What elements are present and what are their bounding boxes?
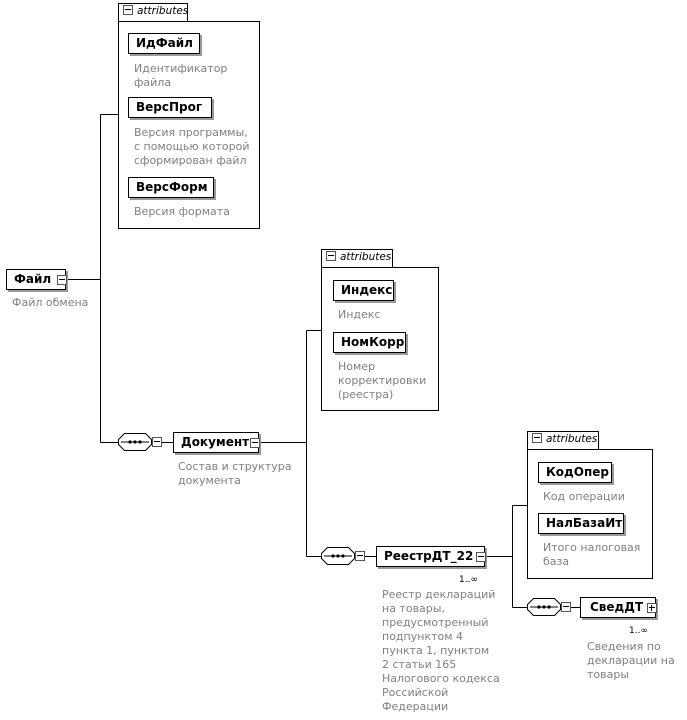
collapse-icon[interactable] (561, 602, 571, 612)
root-element[interactable]: Файл (6, 269, 67, 290)
attribute-nalbazait[interactable]: НалБазаИт (538, 513, 624, 534)
attributes-tab-root[interactable]: attributes (118, 3, 188, 22)
attributes-label: attributes (340, 251, 392, 263)
collapse-icon[interactable] (123, 5, 133, 15)
attribute-description: Версия формата (134, 205, 230, 218)
document-element[interactable]: Документ (173, 432, 260, 453)
attribute-label: Индекс (341, 283, 393, 297)
collapse-icon[interactable] (355, 551, 365, 561)
expand-icon[interactable] (647, 603, 657, 613)
attribute-description: Версия программы, с помощью которой сфор… (134, 126, 250, 167)
attribute-label: ВерсПрог (136, 100, 203, 114)
registry-element-label: РеестрДТ_22 (384, 549, 474, 563)
collapse-icon[interactable] (326, 251, 336, 261)
attribute-label: НалБазаИт (546, 516, 623, 530)
attribute-label: ВерсФорм (136, 180, 208, 194)
collapse-icon[interactable] (532, 433, 542, 443)
attribute-description: Номер корректировки (реестра) (338, 360, 427, 401)
attribute-versprog[interactable]: ВерсПрог (128, 97, 212, 118)
registry-element[interactable]: РеестрДТ_22 (376, 546, 488, 570)
registry-cardinality: 1..∞ (459, 575, 478, 585)
attribute-description: Идентификатор файла (134, 62, 228, 89)
attribute-label: НомКорр (341, 335, 405, 349)
attribute-nomkorr[interactable]: НомКорр (333, 332, 406, 353)
collapse-icon[interactable] (476, 552, 486, 562)
attribute-label: ИдФайл (136, 36, 193, 50)
attributes-tab-registry[interactable]: attributes (527, 431, 599, 450)
sved-element-label: СведДТ (590, 600, 644, 614)
attribute-description: Итого налоговая база (543, 541, 641, 568)
attribute-label: КодОпер (546, 465, 609, 479)
attributes-label: attributes (137, 5, 189, 17)
root-element-label: Файл (14, 272, 52, 286)
attributes-panel-root: ИдФайл Идентификатор файла ВерсПрог Верс… (118, 21, 260, 229)
attributes-panel-document: Индекс Индекс НомКорр Номер корректировк… (321, 267, 439, 411)
document-element-label: Документ (181, 435, 250, 449)
collapse-icon[interactable] (152, 437, 162, 447)
sved-element[interactable]: СведДТ (580, 597, 659, 621)
attributes-panel-registry: КодОпер Код операции НалБазаИт Итого нал… (527, 449, 653, 579)
attributes-label: attributes (546, 433, 598, 445)
attribute-index[interactable]: Индекс (333, 280, 394, 301)
sequence-compositor-icon (527, 598, 561, 616)
registry-element-description: Реестр деклараций на товары, предусмотре… (382, 588, 500, 713)
sved-cardinality: 1..∞ (629, 626, 648, 636)
attribute-kodoper[interactable]: КодОпер (538, 462, 612, 483)
attribute-versform[interactable]: ВерсФорм (128, 177, 214, 198)
collapse-icon[interactable] (57, 275, 67, 285)
collapse-icon[interactable] (250, 438, 260, 448)
sequence-compositor-icon (321, 547, 355, 565)
attribute-idfile[interactable]: ИдФайл (128, 33, 200, 54)
sved-element-description: Сведения по декларации на товары (587, 640, 675, 681)
attributes-tab-document[interactable]: attributes (321, 249, 393, 268)
sequence-compositor-icon (118, 433, 152, 451)
attribute-description: Индекс (338, 308, 381, 321)
attribute-description: Код операции (543, 490, 625, 503)
document-element-description: Состав и структура документа (178, 460, 292, 487)
root-element-description: Файл обмена (12, 296, 89, 309)
